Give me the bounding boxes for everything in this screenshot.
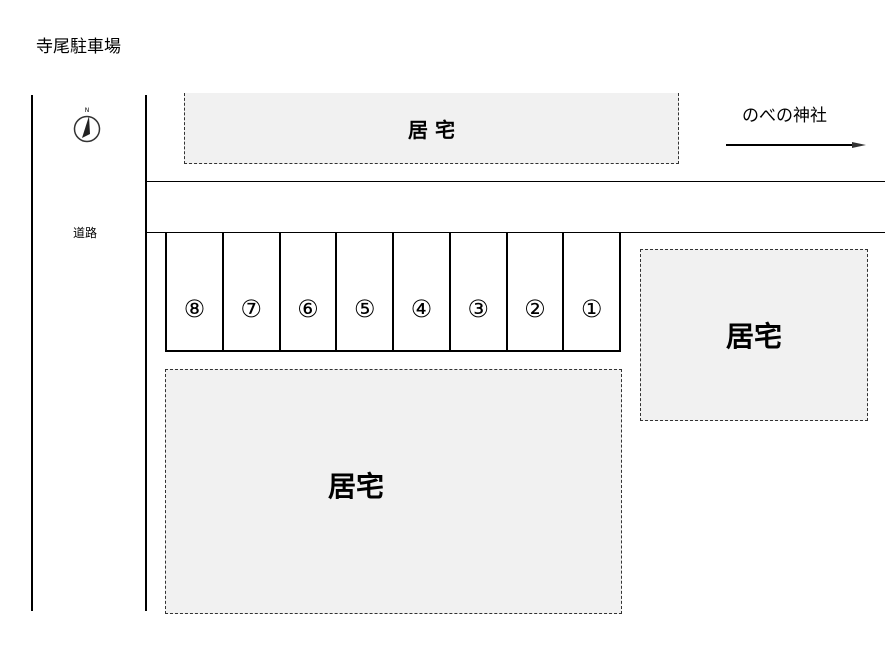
north-compass-icon: N [73,107,101,143]
parking-stall-1[interactable]: ① [580,294,603,323]
parking-stall-2[interactable]: ② [508,232,565,350]
arrow-right-icon [726,142,866,148]
road-label: 道路 [73,226,98,240]
road-line-upper [146,181,885,182]
road-edge-right [145,95,147,611]
parking-stall-4[interactable]: ④ [394,232,451,350]
parking-stalls: ⑧ ⑦ ⑥ ⑤ ④ ③ ② ① [165,232,621,352]
parking-stall-7[interactable]: ⑦ [224,232,281,350]
parking-stall-8[interactable]: ⑧ [167,232,224,350]
parking-stall-3[interactable]: ③ [451,232,508,350]
destination-label: のべの神社 [742,106,827,126]
map-title: 寺尾駐車場 [36,37,121,57]
house-bottom: 居宅 [165,369,622,614]
road-edge-left [31,95,33,611]
parking-stall-5[interactable]: ⑤ [337,232,394,350]
parking-stall-6[interactable]: ⑥ [281,232,338,350]
road-line-lower [146,232,885,233]
house-top: 居 宅 [184,93,679,164]
house-label: 居宅 [725,320,782,353]
house-label: 居 宅 [408,117,455,142]
house-label: 居宅 [327,470,384,503]
house-right: 居宅 [640,249,868,421]
compass-label: N [85,107,90,114]
